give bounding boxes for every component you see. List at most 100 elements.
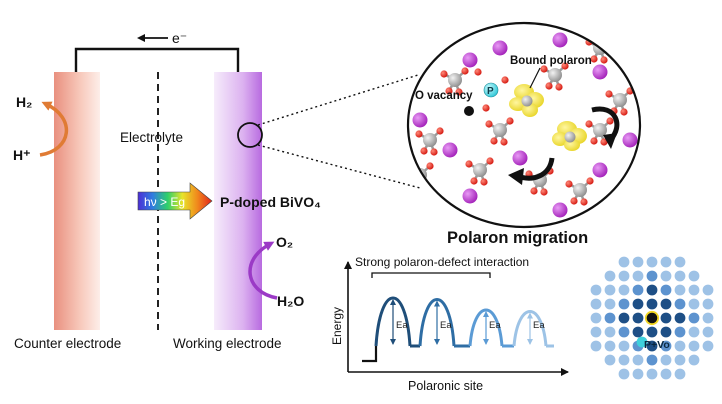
- barrier-label: Ea: [396, 320, 408, 331]
- lattice-site: [618, 326, 630, 338]
- o-vacancy-dot: [464, 106, 474, 116]
- oxygen-atom: [580, 198, 588, 206]
- o-vacancy-label: O vacancy: [415, 90, 473, 102]
- oxygen-atom: [430, 148, 438, 156]
- barrier-label: Ea: [489, 320, 501, 331]
- oxygen-atom: [585, 120, 593, 128]
- cell-panel: e⁻ Electrolyte H₂ H⁺ O₂ H₂O hν > Eg P-do…: [13, 30, 421, 351]
- bismuth-atom: [462, 52, 478, 68]
- lattice-site: [674, 368, 686, 380]
- oxygen-evolution-arrow: [248, 241, 278, 300]
- vanadium-atom: [573, 183, 587, 197]
- bismuth-atom: [592, 162, 608, 178]
- oxygen-atom: [540, 65, 548, 73]
- lattice-site: [688, 270, 700, 282]
- oxygen-atom: [436, 127, 444, 135]
- oxygen-atom: [420, 183, 428, 191]
- lattice-site: [688, 326, 700, 338]
- polaron-site: [644, 310, 660, 326]
- lattice-site: [646, 270, 658, 282]
- lattice-site: [604, 340, 616, 352]
- lattice-site: [618, 270, 630, 282]
- zoom-line-bottom: [257, 144, 421, 189]
- lattice-site: [632, 326, 644, 338]
- lattice-site: [646, 284, 658, 296]
- vanadium-atom: [448, 73, 462, 87]
- zoom-ellipse: [406, 21, 642, 229]
- oxygen-atom: [605, 90, 613, 98]
- bismuth-atom: [592, 64, 608, 80]
- x-axis-label: Polaronic site: [408, 379, 483, 393]
- lattice-site: [674, 340, 686, 352]
- light-arrow: [137, 182, 213, 220]
- oxygen-atom: [500, 138, 508, 146]
- lattice-site: [674, 354, 686, 366]
- lattice-site: [618, 284, 630, 296]
- barrier-label: Ea: [533, 320, 545, 331]
- vanadium-atom: [593, 123, 607, 137]
- p-dopant-atom: [483, 82, 499, 98]
- barrier-label: Ea: [440, 320, 452, 331]
- zoom-spot: [237, 122, 263, 148]
- lattice-site: [688, 298, 700, 310]
- lattice-site: [618, 340, 630, 352]
- oxygen-atom: [470, 177, 478, 185]
- lattice-site: [674, 312, 686, 324]
- zoom-line-top: [257, 74, 419, 126]
- vanadium-atom: [493, 123, 507, 137]
- oxygen-atom: [485, 120, 493, 128]
- dopant-site: [636, 336, 648, 348]
- energy-barrier-curve: [374, 296, 412, 347]
- bracket-label: Strong polaron-defect interaction: [355, 255, 529, 269]
- lattice-site: [646, 354, 658, 366]
- lattice-site: [604, 284, 616, 296]
- migrating-polaron: [552, 121, 587, 151]
- lattice-site: [590, 284, 602, 296]
- lattice-site: [702, 326, 714, 338]
- lattice-site: [674, 326, 686, 338]
- lattice-site: [632, 368, 644, 380]
- electron-label: e⁻: [172, 30, 187, 46]
- oxygen-atom: [415, 130, 423, 138]
- lattice-site: [618, 368, 630, 380]
- interaction-bracket: [371, 272, 491, 278]
- vanadium-atom: [473, 163, 487, 177]
- energy-barrier-curve: [418, 298, 456, 347]
- lattice-site: [590, 340, 602, 352]
- o2-label: O₂: [276, 234, 293, 250]
- lattice-site: [604, 298, 616, 310]
- lattice-site: [646, 326, 658, 338]
- lattice-site: [604, 270, 616, 282]
- lattice-site: [674, 284, 686, 296]
- lattice-site: [590, 298, 602, 310]
- light-label: hν > Eg: [144, 195, 185, 209]
- oxygen-atom: [420, 147, 428, 155]
- crystal-zoom: P O vacancy Bound polaron: [406, 21, 642, 229]
- lattice-site: [660, 326, 672, 338]
- energy-start-step: [362, 346, 378, 363]
- vanadium-atom: [548, 68, 562, 82]
- lattice-site: [590, 326, 602, 338]
- lattice-site: [604, 354, 616, 366]
- lattice-site: [702, 298, 714, 310]
- lattice-site: [632, 256, 644, 268]
- oxygen-atom: [555, 83, 563, 91]
- lattice-site: [632, 284, 644, 296]
- electrolyte-label: Electrolyte: [120, 130, 183, 145]
- lattice-site: [632, 312, 644, 324]
- oxygen-atom: [620, 108, 628, 116]
- energy-barrier-curve: [512, 310, 548, 347]
- lattice-site: [618, 354, 630, 366]
- hydrogen-evolution-arrow: [39, 101, 68, 157]
- lattice-site: [674, 270, 686, 282]
- oxygen-atom: [465, 160, 473, 168]
- lattice-site: [618, 312, 630, 324]
- bismuth-atom: [462, 188, 478, 204]
- bound-polaron: [509, 84, 544, 117]
- oxygen-atom: [540, 188, 548, 196]
- lattice-site: [646, 340, 658, 352]
- lattice-site: [604, 326, 616, 338]
- lattice-site: [660, 340, 672, 352]
- oxygen-atom: [482, 104, 490, 112]
